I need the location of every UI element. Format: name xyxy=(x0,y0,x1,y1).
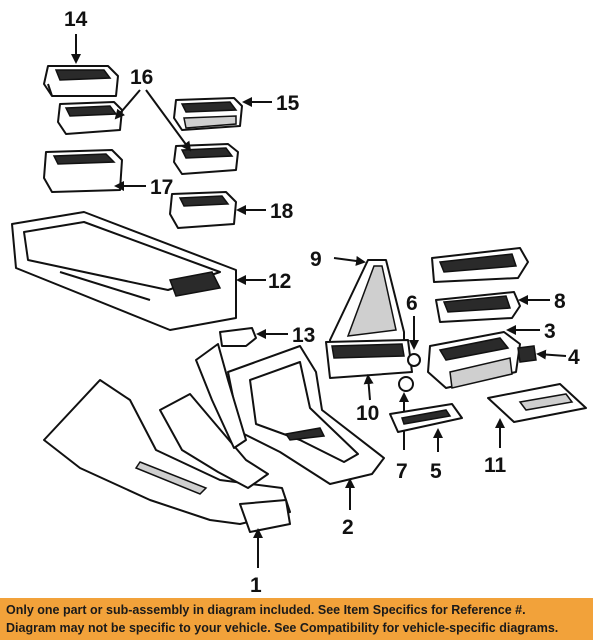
callout-2: 2 xyxy=(342,516,354,539)
part-15-tray xyxy=(173,97,243,131)
callout-18: 18 xyxy=(270,200,294,223)
part-2-console-frame xyxy=(227,345,385,485)
callout-8: 8 xyxy=(554,290,566,313)
callout-16: 16 xyxy=(130,66,153,89)
callout-6: 6 xyxy=(406,292,418,315)
callout-13: 13 xyxy=(292,324,315,347)
callout-12: 12 xyxy=(268,270,291,293)
callout-14: 14 xyxy=(64,8,88,31)
leader-16b xyxy=(145,89,192,152)
callout-10: 10 xyxy=(356,402,379,425)
callout-9: 9 xyxy=(310,248,322,271)
parts-diagram: 14 16 15 17 18 12 13 xyxy=(11,8,587,595)
part-18-bin xyxy=(169,191,237,229)
part-12-console-tray xyxy=(11,211,237,331)
part-17-bin xyxy=(43,149,123,193)
callout-7: 7 xyxy=(396,460,408,483)
part-1-console-base xyxy=(43,343,291,533)
part-14-upper-tray xyxy=(43,65,119,97)
callout-4: 4 xyxy=(568,346,580,369)
callout-15: 15 xyxy=(276,92,300,115)
part-10-boot-base xyxy=(325,339,413,379)
leader-4 xyxy=(536,349,567,360)
callout-5: 5 xyxy=(430,460,442,483)
callout-3: 3 xyxy=(544,320,556,343)
part-16-tray-right xyxy=(173,143,239,175)
part-7-fastener xyxy=(398,376,414,392)
part-6-fastener xyxy=(407,353,421,367)
callout-17: 17 xyxy=(150,176,173,199)
part-9-shift-boot xyxy=(329,259,405,351)
callout-1: 1 xyxy=(250,574,262,595)
part-8-bezel xyxy=(431,247,529,323)
disclaimer-banner: Only one part or sub-assembly in diagram… xyxy=(0,598,593,640)
callout-11: 11 xyxy=(484,454,507,477)
part-13-clip xyxy=(219,327,257,347)
part-11-shift-plate xyxy=(487,383,587,423)
part-5-switch-panel xyxy=(389,403,463,433)
leader-9 xyxy=(333,255,366,266)
part-16-tray-left xyxy=(57,101,123,135)
disclaimer-line-2: Diagram may not be specific to your vehi… xyxy=(6,621,559,635)
part-3-bin xyxy=(427,331,521,389)
disclaimer-line-1: Only one part or sub-assembly in diagram… xyxy=(6,603,526,617)
leader-16a xyxy=(114,89,141,120)
leader-10 xyxy=(363,374,374,401)
part-4-plug xyxy=(517,345,537,363)
